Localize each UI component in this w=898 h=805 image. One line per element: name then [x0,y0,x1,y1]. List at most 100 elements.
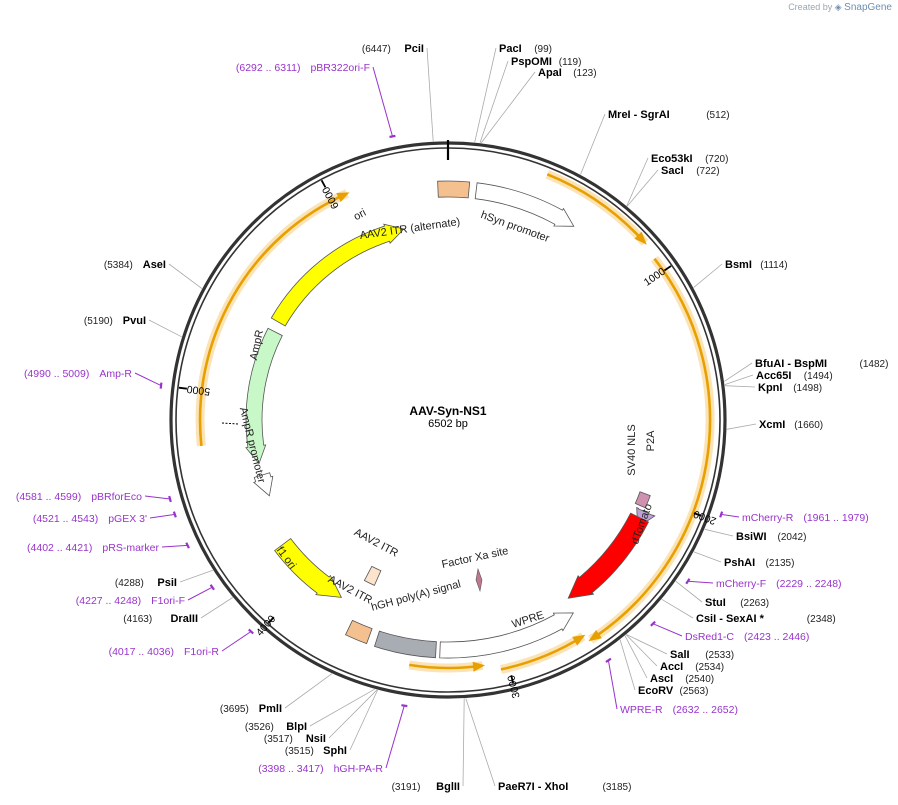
site-name: AccI [660,661,683,673]
primer-name: F1ori-F [151,595,185,607]
site-leader-line [724,362,753,382]
site-leader-line [704,528,734,537]
primer-marker [605,657,612,663]
site-name: KpnI [758,382,782,394]
site-leader-line [580,113,606,175]
site-name: Acc65I [756,370,791,382]
site-position: (3526) [245,722,274,733]
primer-name: DsRed1-C [685,631,734,643]
site-position: (4288) [115,578,144,589]
site-leader-line [661,598,694,619]
site-position: (5190) [84,316,113,327]
site-acci: AccI(2534) [660,661,724,673]
feature-wpre [439,612,575,659]
site-name: AseI [143,259,166,271]
site-sali: SalI(2533) [670,649,734,661]
factor-xa-site-marker [475,567,483,593]
primer-name: mCherry-R [742,512,794,524]
site-name: BlpI [286,721,307,733]
orf-arrowhead [572,634,586,646]
primer-name: pBR322ori-F [310,62,370,74]
site-name: AscI [650,673,673,685]
site-bglii: BglII (3191) [392,781,460,793]
site-asei: AseI(5384) [104,259,166,271]
site-name: BsmI [725,259,752,271]
site-acc65i: Acc65I(1494) [756,370,833,382]
primer-name: mCherry-F [716,578,766,590]
site-leader-line [479,60,509,143]
site-position: (123) [573,68,596,79]
site-name: PsiI [157,577,177,589]
site-ecorv: EcoRV(2563) [638,685,708,697]
ring-tick [320,179,327,188]
site-leader-line [309,688,375,727]
site-position: (1498) [793,383,822,394]
site-name: SacI [661,165,684,177]
site-name: NsiI [306,733,326,745]
site-position: (3191) [392,782,421,793]
site-apai: ApaI(123) [538,67,597,79]
site-name: PaeR7I - XhoI [498,781,568,793]
ring-tick [663,265,672,272]
primer-range: (4017 .. 4036) [109,646,174,658]
primer-name: pRS-marker [102,542,159,554]
feature-dtomato [567,512,650,599]
feature-aav2-itr [363,565,382,586]
site-position: (3185) [603,782,632,793]
site-leader-line [724,385,756,388]
site-blpi: BlpI (3526) [245,721,307,733]
site-leader-line [179,569,214,583]
primer-leader-line [134,372,162,387]
site-position: (3695) [220,704,249,715]
primer-leader-line [144,495,171,500]
primer-f1ori-r: (4017 .. 4036) F1ori-R [109,646,220,658]
site-position: (119) [559,57,582,68]
primer-mcherry-f: mCherry-F(2229 .. 2248) [716,578,842,590]
snapgene-logo-icon: ◈ [834,2,842,12]
primer-name: F1ori-R [184,646,219,658]
orf-arc [589,257,712,641]
orf-arrowhead [472,661,486,672]
site-psii: PsiI (4288) [115,577,177,589]
site-nsii: NsiI(3517) [264,733,326,745]
ring-tick [178,386,188,390]
orf-arrowhead [336,192,350,202]
site-bfuai: BfuAI - BspMI(1482) [755,358,888,370]
site-position: (512) [706,110,729,121]
site-pspomi: PspOMI(119) [511,56,581,68]
primer-leader-line [372,66,393,137]
primer-hgh-pa-r: (3398 .. 3417)hGH-PA-R [258,763,383,775]
feature-ampr-promoter [252,472,274,497]
plasmid-length: 6502 bp [428,418,468,430]
site-name: BglII [436,781,460,793]
watermark-created-by: Created by [788,2,833,12]
orf-arrowhead [634,231,647,245]
snapgene-watermark: Created by ◈ SnapGene [788,2,892,13]
site-pvui: PvuI(5190) [84,315,146,327]
site-leader-line [465,698,496,787]
site-leader-line [474,47,497,143]
feature-p2a [634,491,651,509]
primer-range: (3398 .. 3417) [258,763,323,775]
feature-label-inner: ori [352,207,368,223]
feature-label: AAV2 ITR (alternate) [359,216,461,242]
primer-range: (4227 .. 4248) [76,595,141,607]
primer-amp-r: (4990 .. 5009)Amp-R [24,368,132,380]
site-position: (2263) [740,598,769,609]
feature-label: SV40 NLS [626,424,638,475]
site-csii: CsiI - SexAI *(2348) [696,613,836,625]
feature-label: P2A [645,430,657,451]
tick-label: 5000 [186,383,211,398]
primer-dsred1-c: DsRed1-C(2423 .. 2446) [685,631,809,643]
site-leader-line [200,597,233,619]
site-name: PmlI [259,703,282,715]
ring-tick [267,616,275,624]
restriction-sites: PacI(99)PspOMI(119)ApaI(123)MreI - SgrAI… [84,43,889,793]
primer-leader-line [385,705,405,769]
site-position: (2533) [705,650,734,661]
primer-range: (4521 .. 4543) [33,513,98,525]
site-position: (722) [696,166,719,177]
site-position: (6447) [362,44,391,55]
ring-tick [510,675,514,684]
